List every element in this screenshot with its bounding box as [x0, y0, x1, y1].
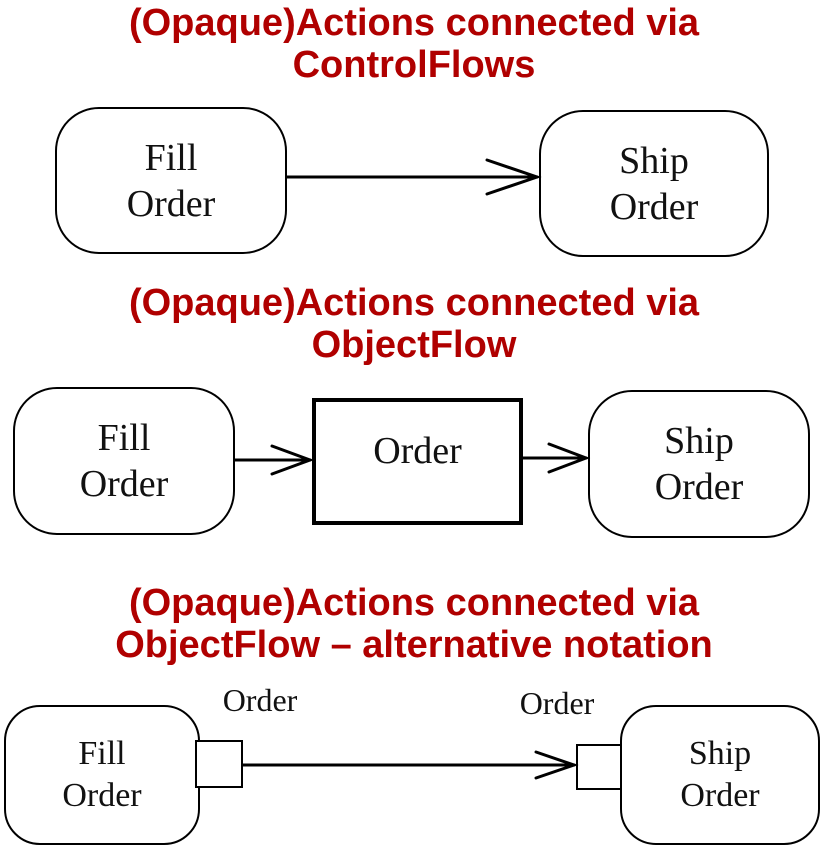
action-label: Fill	[144, 136, 198, 179]
action-label: Fill	[78, 735, 126, 772]
heading-line: (Opaque)Actions connected via	[128, 282, 700, 324]
input-pin-label: Order	[519, 685, 595, 721]
action-label: Order	[609, 185, 699, 228]
action-fill-order[interactable]: Fill Order	[13, 387, 235, 535]
action-label: Ship	[619, 139, 689, 182]
object-flow-edge[interactable]	[241, 750, 579, 780]
input-pin[interactable]	[576, 744, 622, 790]
action-label: Order	[654, 466, 744, 508]
output-pin-label: Order	[222, 682, 298, 718]
action-label: Order	[680, 777, 760, 814]
action-label: Ship	[688, 735, 752, 772]
action-label: Fill	[97, 417, 151, 459]
open-arrowhead-icon	[534, 750, 579, 780]
open-arrowhead-icon	[485, 158, 542, 196]
control-flow-edge[interactable]	[285, 158, 542, 196]
open-arrowhead-icon	[270, 444, 315, 476]
object-flow-edge[interactable]	[521, 442, 591, 474]
action-ship-order[interactable]: Ship Order	[539, 110, 769, 257]
object-node-order[interactable]: Order	[312, 398, 523, 525]
heading-line: ObjectFlow	[311, 324, 517, 366]
heading-objectflow-alternative: (Opaque)Actions connected via ObjectFlow…	[0, 582, 828, 666]
object-flow-edge[interactable]	[233, 444, 315, 476]
heading-objectflow: (Opaque)Actions connected via ObjectFlow	[0, 282, 828, 366]
open-arrowhead-icon	[547, 442, 591, 474]
action-label: Order	[62, 777, 142, 814]
action-label: Order	[126, 182, 216, 225]
action-ship-order[interactable]: Ship Order	[620, 705, 820, 845]
output-pin[interactable]	[195, 740, 243, 788]
action-label: Ship	[664, 420, 734, 462]
action-label: Order	[79, 463, 169, 505]
heading-line: (Opaque)Actions connected via	[128, 582, 700, 624]
object-label: Order	[373, 429, 462, 472]
action-fill-order[interactable]: Fill Order	[55, 107, 287, 254]
action-ship-order[interactable]: Ship Order	[588, 390, 810, 538]
heading-controlflows: (Opaque)Actions connected via ControlFlo…	[0, 2, 828, 86]
heading-line: ObjectFlow – alternative notation	[115, 624, 713, 666]
heading-line: ControlFlows	[292, 44, 536, 86]
heading-line: (Opaque)Actions connected via	[128, 2, 700, 44]
